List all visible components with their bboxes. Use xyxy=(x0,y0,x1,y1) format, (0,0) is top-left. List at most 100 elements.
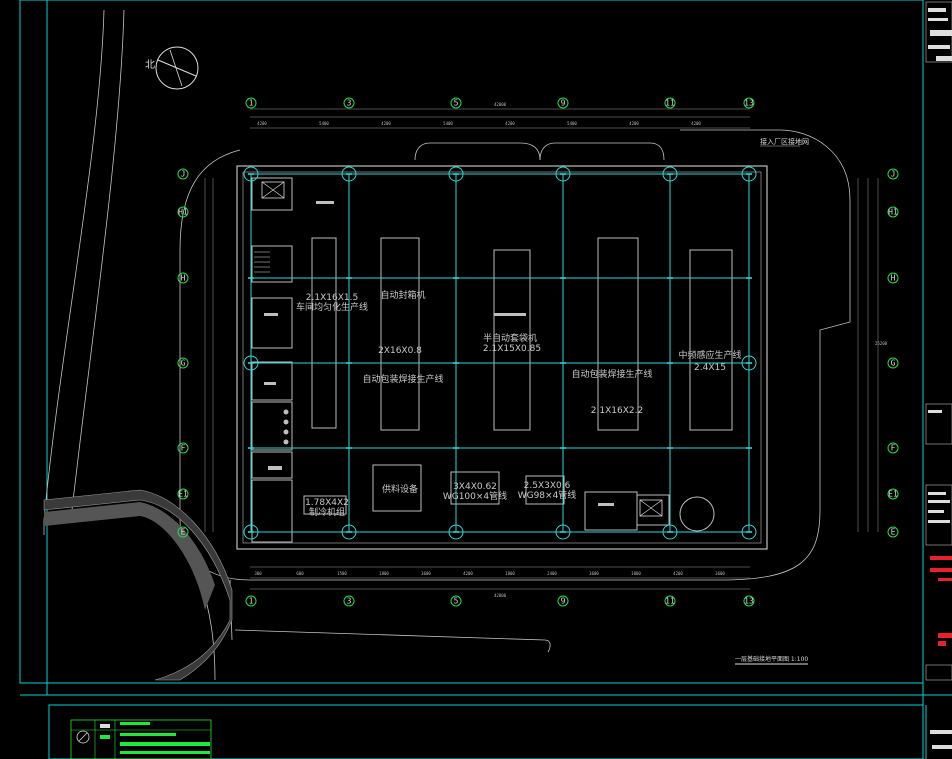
ground-electrode-icon xyxy=(555,524,571,540)
embankment-hatch xyxy=(43,489,233,681)
dim-text-bottom: 1500 xyxy=(337,571,347,576)
ground-electrode-icon xyxy=(243,166,259,182)
grid-bubble-label: J xyxy=(891,170,896,179)
dim-text-bottom: 300 xyxy=(254,571,262,576)
grid-axis-col-top[interactable]: 11 xyxy=(664,97,676,109)
grounding-network xyxy=(243,166,757,540)
grid-bubble-label: 11 xyxy=(665,597,675,606)
ground-electrode-icon xyxy=(555,166,571,182)
grid-axis-row-right-mid[interactable]: H1 xyxy=(887,206,899,218)
grid-bubble-label: 3 xyxy=(347,99,352,108)
ground-electrode-icon xyxy=(243,355,259,371)
dim-text-bottom: 600 xyxy=(296,571,304,576)
grid-bubble-label: 9 xyxy=(561,597,566,606)
grid-bubble-label: E xyxy=(891,528,896,537)
grid-bubble-label: G xyxy=(181,359,186,368)
grid-axis-row-left[interactable]: G xyxy=(177,357,189,369)
grid-axis-row-left[interactable]: J xyxy=(177,168,189,180)
dim-text-bottom: 3600 xyxy=(589,571,599,576)
grid-axis-col-bottom[interactable]: 3 xyxy=(343,595,355,607)
grid-bubble-label: 3 xyxy=(347,597,352,606)
title-block xyxy=(925,1,952,749)
dim-text-top: 4200 xyxy=(505,121,515,126)
grid-bubble-label: H1 xyxy=(888,208,898,217)
dim-text-bottom: 3600 xyxy=(421,571,431,576)
dimension-lines xyxy=(204,108,879,590)
dim-text-top: 5400 xyxy=(443,121,453,126)
ground-electrode-icon xyxy=(741,166,757,182)
equipment-label: 自动封箱机 xyxy=(380,289,425,301)
grid-axis-col-top[interactable]: 13 xyxy=(743,97,755,109)
dim-text-top: 4200 xyxy=(691,121,701,126)
ground-electrode-icon xyxy=(662,524,678,540)
equipment-label-sub: WG98×4管线 xyxy=(518,489,577,501)
dim-text-top: 4200 xyxy=(629,121,639,126)
grid-bubble-label: F xyxy=(181,444,186,453)
grid-axis-col-top[interactable]: 1 xyxy=(245,97,257,109)
grid-bubble-label: E1 xyxy=(178,490,188,499)
grid-bubble-label: F xyxy=(891,444,896,453)
grid-bubble-label: 13 xyxy=(744,597,754,606)
ground-electrode-icon xyxy=(243,524,259,540)
ground-electrode-icon xyxy=(662,166,678,182)
grid-bubble-label: E xyxy=(181,528,186,537)
equipment-marks xyxy=(264,201,614,506)
grid-axis-row-left[interactable]: F xyxy=(177,442,189,454)
equipment-label: 半自动套袋机 xyxy=(483,332,537,344)
grid-axis-row-left-mid[interactable]: E1 xyxy=(177,488,189,500)
plan-title: 一层基础接地平面图 1:100 xyxy=(735,655,808,663)
equipment-label-sub: 制冷机组 xyxy=(309,506,345,518)
dim-text-top: 5400 xyxy=(567,121,577,126)
overall-dim-top: 42000 xyxy=(494,102,507,107)
equipment-label: 自动包装焊接生产线 xyxy=(362,373,443,385)
dim-text-bottom: 2400 xyxy=(547,571,557,576)
equipment-label: 2.1X16X1.5 xyxy=(306,293,358,303)
grid-axis-row-right-mid[interactable]: E1 xyxy=(887,488,899,500)
equipment-label-sub: WG100×4管线 xyxy=(443,490,507,502)
ground-electrode-icon xyxy=(448,524,464,540)
grid-axis-col-top[interactable]: 5 xyxy=(450,97,462,109)
grid-bubble-label: H xyxy=(891,274,896,283)
grid-axis-row-left-mid[interactable]: H1 xyxy=(177,206,189,218)
grid-axis-col-bottom[interactable]: 9 xyxy=(557,595,569,607)
grid-axis-col-bottom[interactable]: 1 xyxy=(245,595,257,607)
grid-axis-row-right[interactable]: G xyxy=(887,357,899,369)
building-walls xyxy=(236,165,768,550)
legend-symbol-icon xyxy=(76,730,90,744)
drawing-border xyxy=(19,0,924,684)
grid-axis-col-top[interactable]: 3 xyxy=(343,97,355,109)
grid-axis-col-bottom[interactable]: 5 xyxy=(450,595,462,607)
grid-axis-row-left[interactable]: E xyxy=(177,526,189,538)
stair-icon xyxy=(254,251,270,273)
grid-bubble-label: 13 xyxy=(744,99,754,108)
equipment-label: 2.4X15 xyxy=(694,363,726,373)
overall-dim-bottom: 42000 xyxy=(494,593,507,598)
grid-bubble-label: E1 xyxy=(888,490,898,499)
grid-bubble-label: 9 xyxy=(561,99,566,108)
dim-text-bottom: 4200 xyxy=(463,571,473,576)
ground-electrode-icon xyxy=(741,355,757,371)
grid-axis-col-bottom[interactable]: 13 xyxy=(743,595,755,607)
grid-axis-row-right[interactable]: H xyxy=(887,272,899,284)
grid-axis-row-right[interactable]: E xyxy=(887,526,899,538)
grid-axis-row-right[interactable]: F xyxy=(887,442,899,454)
dim-text-top: 5400 xyxy=(319,121,329,126)
grid-bubble-label: J xyxy=(181,170,186,179)
dim-text-bottom: 1800 xyxy=(631,571,641,576)
grid-bubble-label: H xyxy=(181,274,186,283)
grid-bubble-label: 1 xyxy=(249,597,254,606)
grid-axis-row-right[interactable]: J xyxy=(887,168,899,180)
grid-bubble-label: 11 xyxy=(665,99,675,108)
grid-axis-col-top[interactable]: 9 xyxy=(557,97,569,109)
grid-axis-row-left[interactable]: H xyxy=(177,272,189,284)
north-label: 北 xyxy=(145,59,155,71)
equipment-labels: 2.1X16X1.5车间均匀化生产线自动封箱机2X16X0.8自动包装焊接生产线… xyxy=(296,289,742,518)
grid-bubble-label: G xyxy=(891,359,896,368)
transformer-box-icon xyxy=(261,181,663,517)
grid-bubble-label: H1 xyxy=(178,208,188,217)
grid-bubble-label: 5 xyxy=(454,597,459,606)
equipment-label: 供料设备 xyxy=(382,483,418,495)
grid-axis-col-bottom[interactable]: 11 xyxy=(664,595,676,607)
